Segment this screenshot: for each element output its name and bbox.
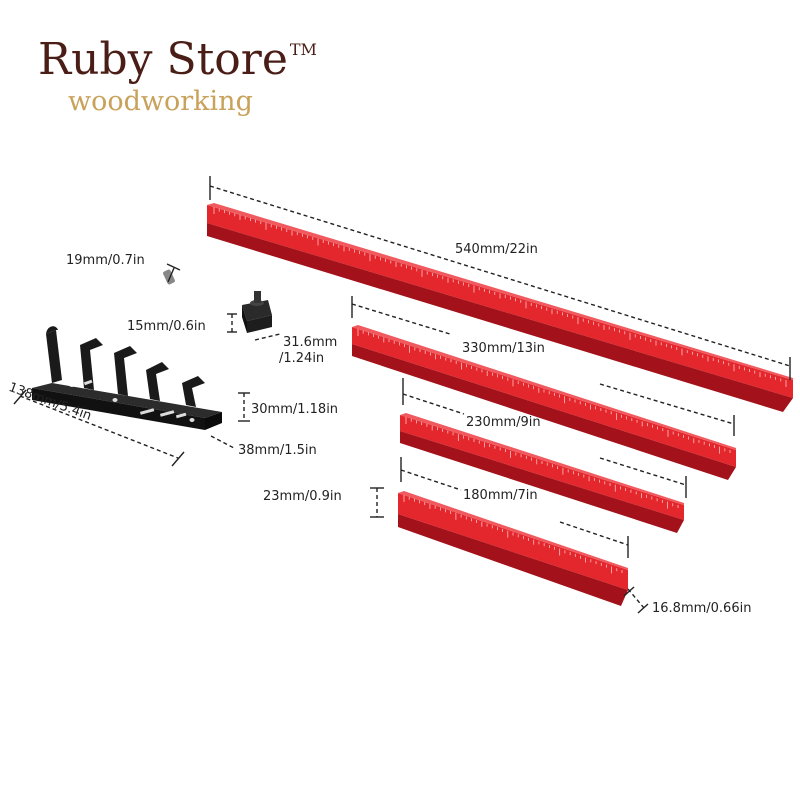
ruler-180-scale (403, 495, 623, 574)
dimension-label-width: 16.8mm/0.66in (652, 601, 751, 616)
brand-tagline: woodworking (68, 86, 253, 117)
ruler-230 (400, 413, 684, 533)
ruler-rack: 138mm/5.4in 30mm/1.18in 38mm/1.5in (6, 326, 338, 467)
dimension-label-screw: 19mm/0.7in (66, 253, 145, 268)
trademark-mark: TM (289, 40, 317, 59)
dimension-label-rack-height: 30mm/1.18in (251, 402, 338, 417)
dimension-label-height: 23mm/0.9in (263, 489, 342, 504)
dimension-label-stop-height: 15mm/0.6in (127, 319, 206, 334)
dimension-label-stop-width-mm: 31.6mm (283, 335, 337, 350)
dimension-line-330: 330mm/13in (351, 296, 735, 436)
ruler-540 (207, 203, 793, 412)
ruler-330 (352, 325, 736, 480)
dimension-label-330: 330mm/13in (462, 341, 545, 356)
dimension-ruler-width: 16.8mm/0.66in (623, 586, 751, 616)
dimension-ruler-height: 23mm/0.9in (263, 487, 384, 518)
brand-name: Ruby Store (38, 34, 288, 85)
ruler-230-scale (405, 417, 679, 509)
dimension-line-230: 230mm/9in (402, 378, 687, 498)
dimension-label-180: 180mm/7in (463, 488, 538, 503)
ruler-180 (398, 491, 628, 606)
dimension-label-230: 230mm/9in (466, 415, 541, 430)
dimension-line-180: 180mm/7in (400, 457, 629, 558)
ruler-540-scale (213, 207, 787, 387)
ruler-330-scale (357, 329, 731, 454)
dimension-label-stop-width-in: /1.24in (279, 351, 324, 366)
dimension-label-rack-depth: 38mm/1.5in (238, 443, 317, 458)
screw: 19mm/0.7in (66, 253, 181, 285)
stop-block: 15mm/0.6in 31.6mm /1.24in (127, 291, 337, 366)
dimension-line-540: 540mm/22in (209, 176, 791, 380)
dimension-label-540: 540mm/22in (455, 242, 538, 257)
